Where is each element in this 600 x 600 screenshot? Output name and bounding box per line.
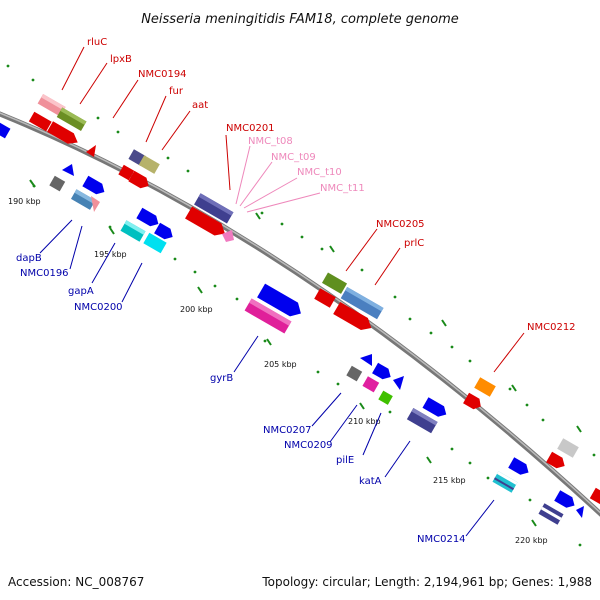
gene-label-NMC0209: NMC0209 (284, 440, 333, 451)
gene-label-NMC0205: NMC0205 (376, 219, 425, 230)
tick-label-210: 210 kbp (348, 417, 381, 426)
gene-label-pilE: pilE (336, 455, 354, 466)
gene-blocks-upper (0, 93, 579, 469)
tick-label-200: 200 kbp (180, 305, 213, 314)
gene-label-NMC0207: NMC0207 (263, 425, 312, 436)
gene-label-rluC: rluC (87, 37, 107, 48)
gene-label-NMC0194: NMC0194 (138, 69, 187, 80)
gene-label-NMC0212: NMC0212 (527, 322, 576, 333)
gene-labels-upper: rluC lpxB NMC0194 fur aat NMC0201 NMC_t0… (87, 37, 576, 333)
genome-backbone (0, 111, 600, 517)
kbp-tick-labels: 190 kbp 195 kbp 200 kbp 205 kbp 210 kbp … (8, 197, 548, 545)
gene-blocks-lower (49, 164, 600, 525)
gene-label-NMC_t10: NMC_t10 (297, 167, 342, 178)
accession-text: Accession: NC_008767 (8, 575, 144, 589)
gene-label-fur: fur (169, 86, 184, 97)
tick-label-205: 205 kbp (264, 360, 297, 369)
gene-label-lpxB: lpxB (110, 54, 132, 65)
tick-label-215: 215 kbp (433, 476, 466, 485)
leader-lines-lower (39, 219, 495, 537)
leader-lines-upper (61, 46, 525, 373)
gene-label-NMC0201: NMC0201 (226, 123, 275, 134)
gene-label-dapB: dapB (16, 253, 42, 264)
gene-label-NMC0196: NMC0196 (20, 268, 69, 279)
gene-label-NMC_t11: NMC_t11 (320, 183, 365, 194)
gene-label-NMC_t08: NMC_t08 (248, 136, 293, 147)
gene-label-prlC: prlC (404, 238, 424, 249)
map-title: Neisseria meningitidis FAM18, complete g… (141, 12, 459, 27)
guide-dots (6, 64, 596, 547)
gene-label-NMC0200: NMC0200 (74, 302, 123, 313)
tick-label-190: 190 kbp (8, 197, 41, 206)
gene-labels-lower: dapB NMC0196 gapA NMC0200 gyrB NMC0207 N… (16, 253, 466, 545)
tick-label-220: 220 kbp (515, 536, 548, 545)
gene-label-gapA: gapA (68, 286, 94, 297)
topology-summary-text: Topology: circular; Length: 2,194,961 bp… (261, 575, 592, 589)
gene-label-NMC_t09: NMC_t09 (271, 152, 316, 163)
tick-label-195: 195 kbp (94, 250, 127, 259)
gene-label-aat: aat (192, 100, 208, 111)
gene-label-katA: katA (359, 476, 382, 487)
gene-label-gyrB: gyrB (210, 373, 233, 384)
gene-label-NMC0214: NMC0214 (417, 534, 466, 545)
